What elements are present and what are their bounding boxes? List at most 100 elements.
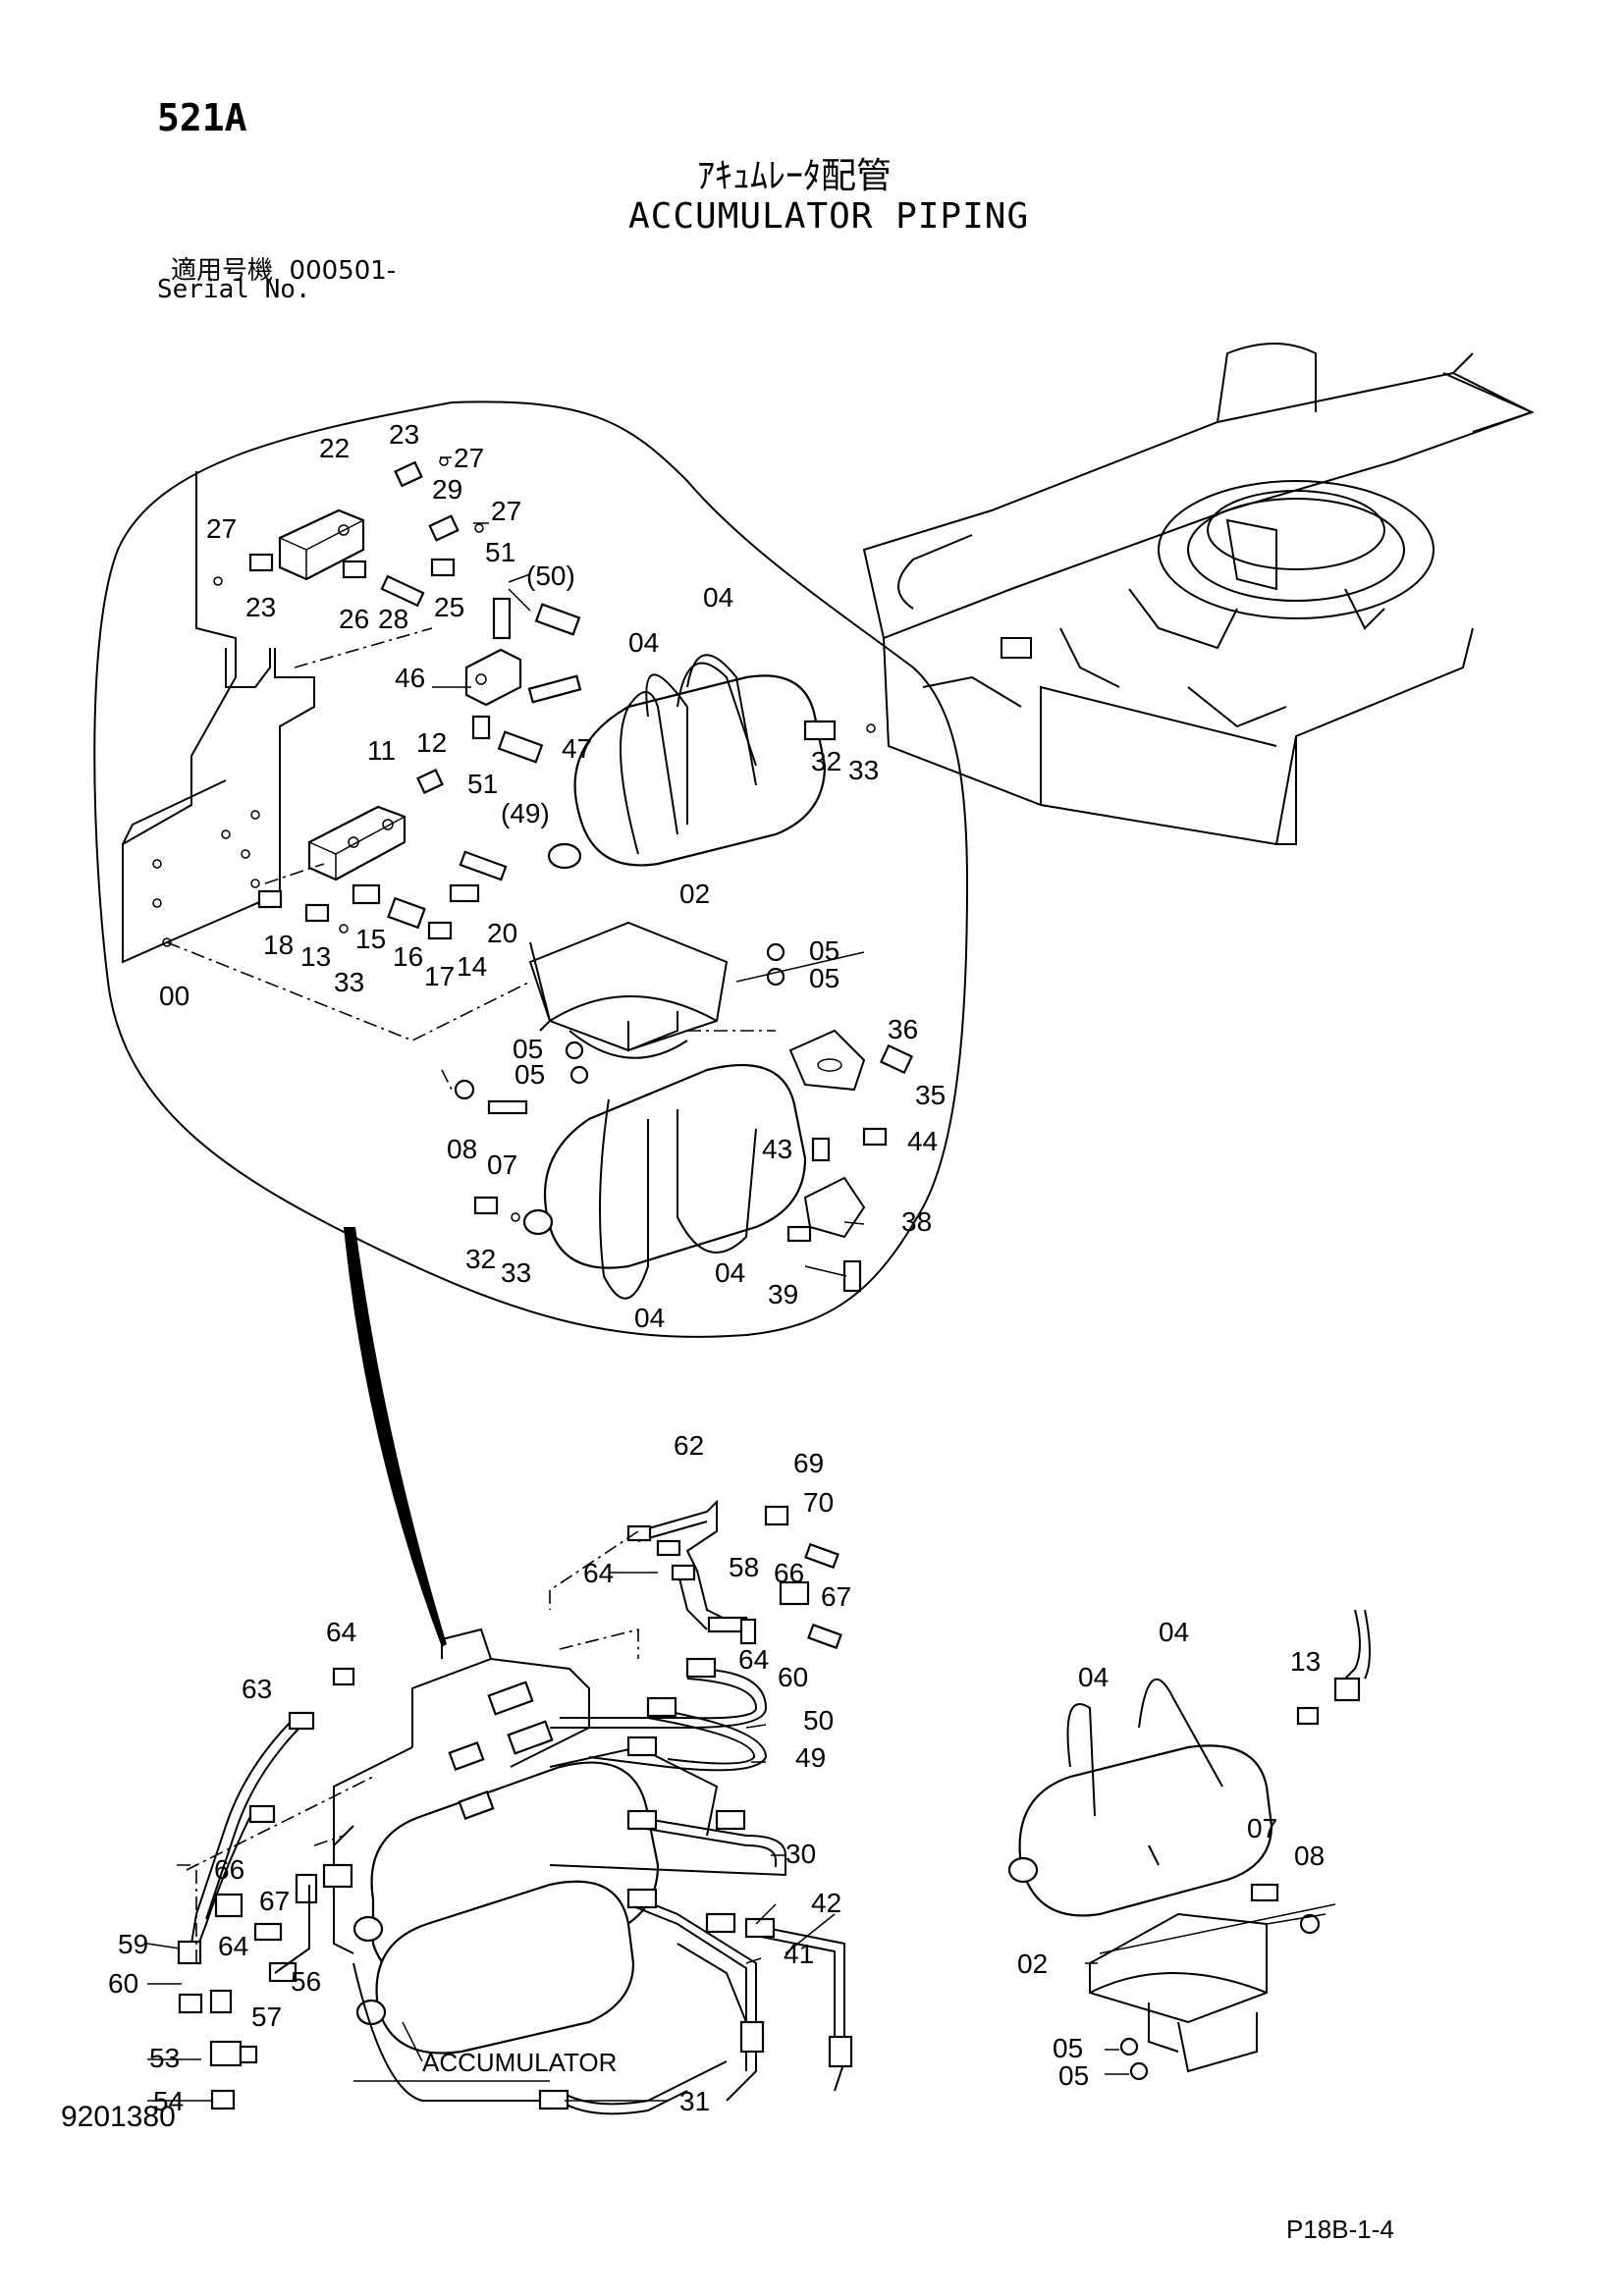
callout-00: 00 (159, 981, 189, 1011)
callout-02-right: 02 (1017, 1949, 1048, 1979)
callout-04-right-a: 04 (1078, 1662, 1109, 1692)
detail-u-bolts-04-upper (645, 654, 757, 825)
callout-29: 29 (432, 474, 462, 505)
callout-15: 15 (355, 924, 386, 954)
detail-leader-wedge (344, 1227, 447, 1647)
drawing-number: 9201380 (61, 2101, 176, 2133)
callout-08-right: 08 (1294, 1841, 1325, 1871)
detail-balloon-outline (93, 400, 969, 1338)
callout-04-upper-a: 04 (703, 582, 733, 613)
callout-51-top: 51 (485, 537, 515, 567)
callout-66-top: 66 (774, 1558, 804, 1588)
detail-accumulator-lower (522, 1063, 807, 1300)
callout-26: 26 (339, 604, 369, 634)
serial-line: 適用号機 000501- (171, 250, 396, 287)
callout-62: 62 (674, 1430, 704, 1461)
callout-04-right-b: 04 (1159, 1617, 1189, 1647)
callout-49: 49 (795, 1742, 826, 1773)
main-hoses (352, 1657, 853, 2115)
callout-32-lower: 32 (465, 1244, 496, 1274)
callout-32-upper: 32 (811, 746, 841, 776)
callout-33-left: 33 (334, 967, 364, 997)
callout-16: 16 (393, 941, 423, 972)
callout-05-a: 05 (809, 935, 839, 966)
callout-labels: 22 23 27 29 27 27 23 26 28 25 51 (50) 04… (108, 419, 1325, 2116)
undercarriage-frame (862, 343, 1535, 846)
callout-60-lower: 60 (108, 1968, 138, 1999)
callout-04-upper-b: 04 (628, 627, 659, 658)
callout-67-left: 67 (259, 1886, 290, 1916)
callout-66-left: 66 (214, 1854, 244, 1885)
callout-59: 59 (118, 1929, 148, 1959)
callout-22: 22 (319, 433, 350, 463)
page-code: 521A (157, 96, 247, 139)
detail-block-46 (464, 597, 582, 764)
callout-05-right-a: 05 (1053, 2033, 1083, 2063)
callout-13: 13 (300, 941, 331, 972)
detail-valve-block-22 (278, 508, 365, 581)
callout-30: 30 (785, 1839, 816, 1869)
detail-bracket-right (1089, 1903, 1336, 2081)
callout-05-b: 05 (809, 963, 839, 993)
main-accumulators (352, 1745, 719, 2055)
detail-bracket-00 (122, 471, 315, 964)
callout-04-lower-a: 04 (715, 1257, 745, 1288)
callout-33-lower: 33 (501, 1257, 531, 1288)
callout-38: 38 (901, 1206, 932, 1237)
callout-18: 18 (263, 930, 294, 960)
detail-bracket-35-38 (786, 1029, 914, 1293)
callout-49-paren: (49) (501, 798, 550, 828)
callout-39: 39 (768, 1279, 798, 1309)
callout-27-top: 27 (454, 443, 484, 473)
callout-leaders (146, 456, 1129, 2102)
serial-value: 000501- (289, 256, 397, 286)
callout-11: 11 (367, 735, 396, 766)
callout-51-mid: 51 (467, 769, 498, 799)
accumulator-label: ACCUMULATOR (422, 2048, 617, 2077)
callout-36: 36 (888, 1014, 918, 1044)
callout-02-upper: 02 (679, 879, 710, 909)
callout-56: 56 (291, 1966, 321, 1997)
callout-54: 54 (153, 2086, 184, 2116)
callout-46: 46 (395, 663, 425, 693)
callout-41: 41 (784, 1939, 814, 1969)
callout-69: 69 (793, 1448, 824, 1478)
callout-28: 28 (378, 604, 408, 634)
callout-64-mid: 64 (738, 1644, 769, 1675)
page-reference: P18B-1-4 (1286, 2215, 1394, 2244)
callout-64-lower: 64 (218, 1931, 248, 1961)
main-valve-assembly (322, 1628, 590, 1954)
callout-27-mid: 27 (491, 496, 521, 526)
callout-27-left: 27 (206, 513, 237, 544)
callout-42: 42 (811, 1888, 841, 1918)
callout-70: 70 (803, 1487, 834, 1518)
callout-67-top: 67 (821, 1581, 851, 1612)
callout-04-lower-b: 04 (634, 1303, 665, 1333)
callout-25: 25 (434, 592, 464, 622)
detail-nuts-washers (454, 723, 876, 1222)
callout-05-d: 05 (514, 1059, 545, 1090)
callout-23-left: 23 (245, 592, 276, 622)
callout-23-top: 23 (389, 419, 419, 450)
callout-14: 14 (457, 951, 487, 982)
callout-58: 58 (729, 1552, 759, 1582)
callout-57: 57 (251, 2002, 282, 2032)
callout-60-top: 60 (778, 1662, 808, 1692)
detail-bracket-02 (528, 921, 729, 1059)
detail-valve-block-11 (257, 769, 508, 940)
callout-20: 20 (487, 918, 517, 948)
callout-64-top: 64 (583, 1558, 614, 1588)
callout-43: 43 (762, 1134, 792, 1164)
callout-12: 12 (416, 727, 447, 758)
callout-53: 53 (149, 2043, 180, 2073)
callout-17: 17 (424, 961, 455, 991)
callout-47: 47 (562, 733, 592, 764)
serial-label-jp: 適用号機 (171, 256, 274, 286)
callout-05-right-b: 05 (1058, 2060, 1089, 2091)
callout-35: 35 (915, 1080, 946, 1110)
callout-63: 63 (242, 1674, 272, 1704)
main-upper-piping (549, 1499, 842, 1659)
main-left-piping (177, 1667, 374, 2110)
